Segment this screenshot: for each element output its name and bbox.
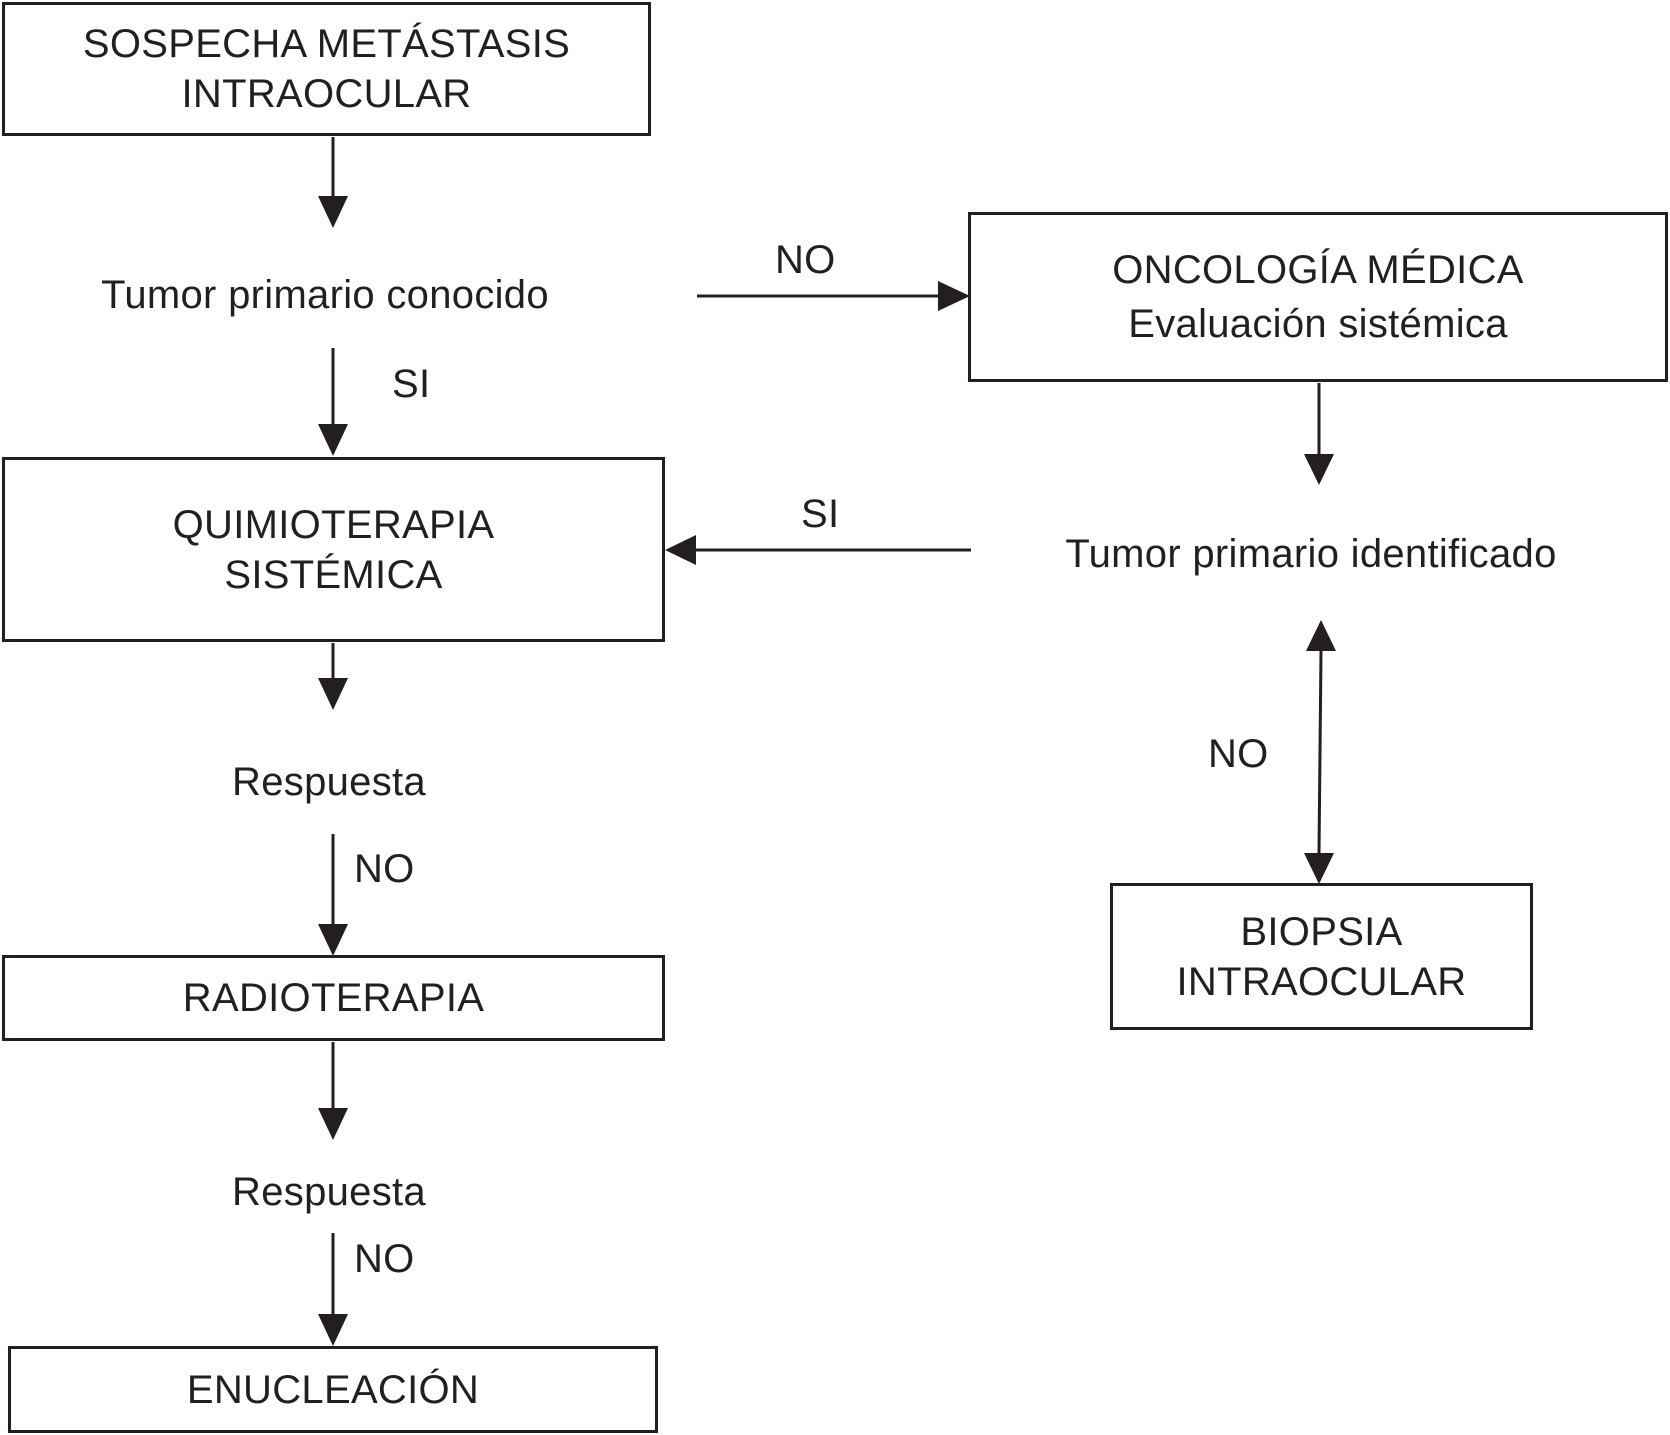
arrowhead-down-icon [318,1108,348,1140]
decision-respuesta-1: Respuesta [232,760,426,804]
box-radioterapia-line1: RADIOTERAPIA [182,976,485,1020]
arrowhead-down-icon [318,678,348,710]
box-oncologia-medica: ONCOLOGÍA MÉDICA Evaluación sistémica [968,212,1668,382]
box-radioterapia: RADIOTERAPIA [2,955,665,1041]
box-biopsia-line1: BIOPSIA [1240,909,1403,954]
arrowhead-down-icon [318,1314,348,1346]
arrowhead-down-icon [1304,853,1334,884]
box-quimioterapia-line2: SISTÉMICA [224,552,443,597]
box-biopsia-line2: INTRAOCULAR [1176,959,1467,1004]
edge-label-no-2: NO [1208,732,1269,776]
arrowhead-down-icon [318,924,348,956]
decision-respuesta-2: Respuesta [232,1170,426,1214]
box-sospecha-line1: SOSPECHA METÁSTASIS [82,22,571,66]
arrowhead-up-icon [1306,620,1336,651]
edge-label-no-1: NO [775,238,836,282]
box-quimioterapia: QUIMIOTERAPIA SISTÉMICA [2,457,665,642]
box-sospecha-metastasis: SOSPECHA METÁSTASIS INTRAOCULAR [2,2,651,136]
edge-label-no-3: NO [354,847,415,891]
box-oncologia-line2: Evaluación sistémica [1128,302,1508,346]
box-sospecha-line2: INTRAOCULAR [181,72,472,116]
decision-tumor-conocido: Tumor primario conocido [101,273,549,317]
box-biopsia-intraocular: BIOPSIA INTRAOCULAR [1110,883,1533,1030]
edge-label-no-4: NO [354,1237,415,1281]
box-enucleacion: ENUCLEACIÓN [8,1346,658,1433]
decision-tumor-identificado: Tumor primario identificado [1065,532,1557,576]
edge-label-si-1: SI [392,362,431,406]
arrowhead-down-icon [318,424,348,456]
arrowhead-down-icon [318,196,348,228]
box-quimioterapia-line1: QUIMIOTERAPIA [172,502,495,547]
edge-label-si-2: SI [801,492,840,536]
arrowhead-down-icon [1304,454,1334,485]
box-enucleacion-line1: ENUCLEACIÓN [186,1367,480,1412]
arrowhead-right-icon [938,281,970,311]
arrowhead-left-icon [665,535,696,565]
box-oncologia-line1: ONCOLOGÍA MÉDICA [1112,248,1524,292]
arrow-tumor-identificado-biopsia [1317,650,1323,854]
